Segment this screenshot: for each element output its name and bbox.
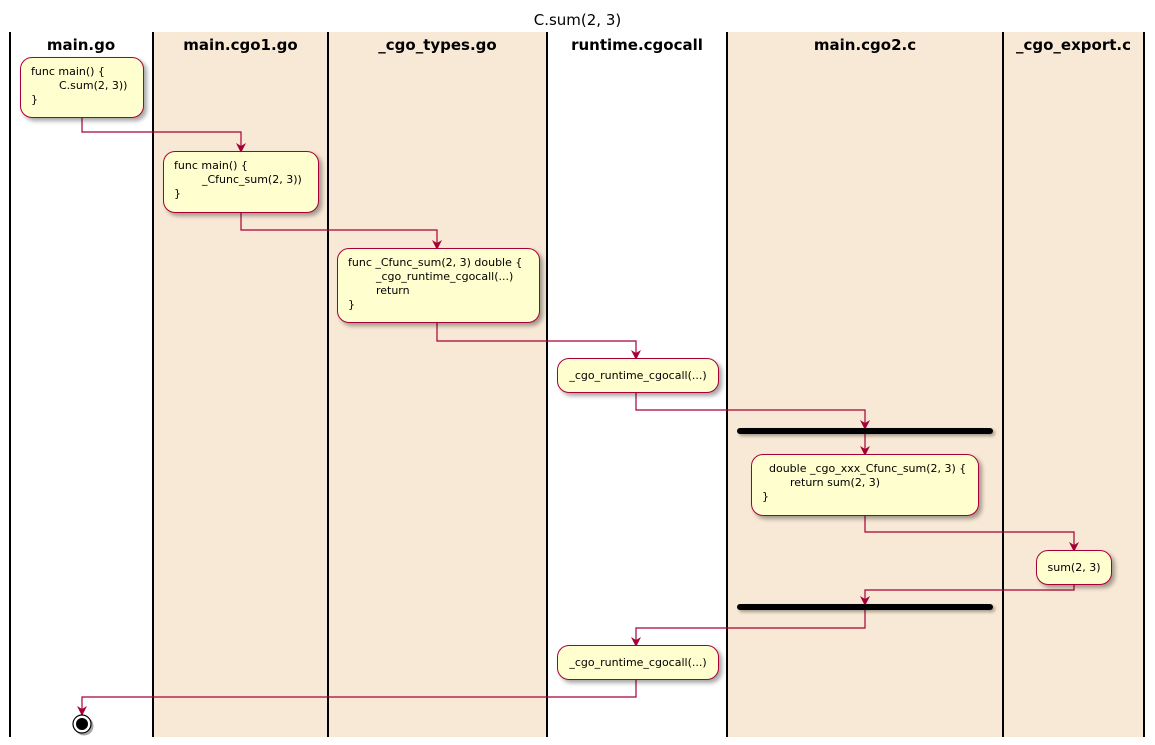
lane-divider — [152, 32, 154, 737]
flow-arrow — [631, 610, 866, 647]
activity-runtime-cgocall-call: _cgo_runtime_cgocall(...) — [557, 358, 719, 393]
flow-arrow — [436, 323, 641, 360]
lane-divider — [546, 32, 548, 737]
lane-header-main-cgo2-c: main.cgo2.c — [813, 36, 917, 54]
lane-divider — [1002, 32, 1004, 737]
activity-main-go: func main() { C.sum(2, 3)) } — [20, 57, 144, 118]
flow-arrow — [864, 516, 1079, 552]
lane-header-cgo-export-c: _cgo_export.c — [1016, 36, 1131, 54]
flow-arrow — [77, 680, 637, 716]
activity-main-cgo1-go: func main() { _Cfunc_sum(2, 3)) } — [163, 151, 319, 213]
lane-divider — [327, 32, 329, 737]
lane-header-main-go: main.go — [46, 36, 116, 54]
lane-bg-cgo-export-c — [1004, 32, 1143, 737]
join-bar — [737, 604, 993, 610]
stop-node-icon — [72, 714, 94, 736]
activity-runtime-cgocall-return: _cgo_runtime_cgocall(...) — [557, 645, 719, 680]
lane-divider — [9, 32, 11, 737]
activity-cgo-export-c: sum(2, 3) — [1036, 550, 1112, 585]
flow-arrow — [635, 393, 870, 430]
lane-divider — [1143, 32, 1145, 737]
activity-main-cgo2-c: double _cgo_xxx_Cfunc_sum(2, 3) { return… — [751, 454, 979, 516]
diagram-title: C.sum(2, 3) — [533, 11, 622, 29]
lane-header-cgo-types-go: _cgo_types.go — [378, 36, 497, 54]
flow-arrow — [81, 118, 246, 153]
flow-arrow — [860, 585, 1075, 606]
flow-arrow — [240, 213, 442, 250]
lane-header-main-cgo1-go: main.cgo1.go — [183, 36, 298, 54]
lane-divider — [726, 32, 728, 737]
lane-bg-cgo-types-go — [329, 32, 547, 737]
fork-bar — [737, 428, 993, 434]
lane-header-runtime-cgocall: runtime.cgocall — [571, 36, 703, 54]
activity-cgo-types-go: func _Cfunc_sum(2, 3) double { _cgo_runt… — [337, 248, 540, 323]
